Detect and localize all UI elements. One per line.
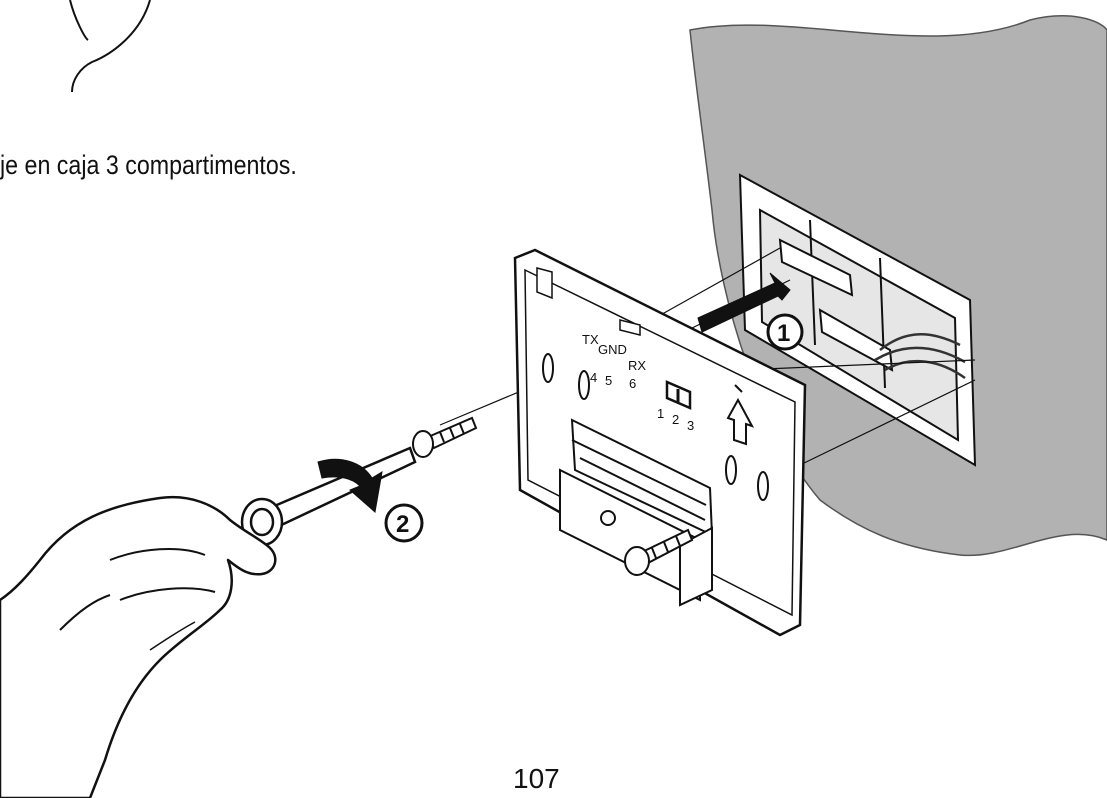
label-tx: TX bbox=[582, 332, 599, 347]
screwdriver bbox=[240, 446, 417, 547]
insertion-arrow bbox=[697, 272, 791, 333]
screw-left bbox=[412, 416, 478, 458]
three-compartment-box bbox=[738, 173, 977, 467]
page-number: 107 bbox=[513, 763, 560, 794]
step-badge-1: 1 bbox=[766, 313, 804, 351]
up-arrow-icon bbox=[726, 384, 755, 446]
adapter-plate bbox=[513, 248, 807, 637]
rotation-arrow bbox=[317, 458, 383, 513]
label-4: 4 bbox=[590, 370, 597, 385]
terminal-block bbox=[559, 418, 714, 607]
label-3: 3 bbox=[687, 418, 694, 433]
label-2: 2 bbox=[672, 412, 679, 427]
hand bbox=[0, 495, 277, 798]
label-gnd: GND bbox=[598, 342, 627, 357]
step-2-label: 2 bbox=[396, 511, 409, 538]
step-1-label: 1 bbox=[777, 320, 790, 347]
hand-fragment-top bbox=[69, 0, 151, 93]
instruction-caption: je en caja 3 compartimentos. bbox=[0, 150, 297, 180]
label-1: 1 bbox=[657, 406, 664, 421]
screw-right bbox=[624, 528, 694, 576]
step-badge-2: 2 bbox=[384, 503, 424, 543]
jack-symbol-icon bbox=[665, 380, 692, 410]
label-rx: RX bbox=[628, 358, 646, 373]
label-5: 5 bbox=[605, 373, 612, 388]
label-6: 6 bbox=[629, 376, 636, 391]
